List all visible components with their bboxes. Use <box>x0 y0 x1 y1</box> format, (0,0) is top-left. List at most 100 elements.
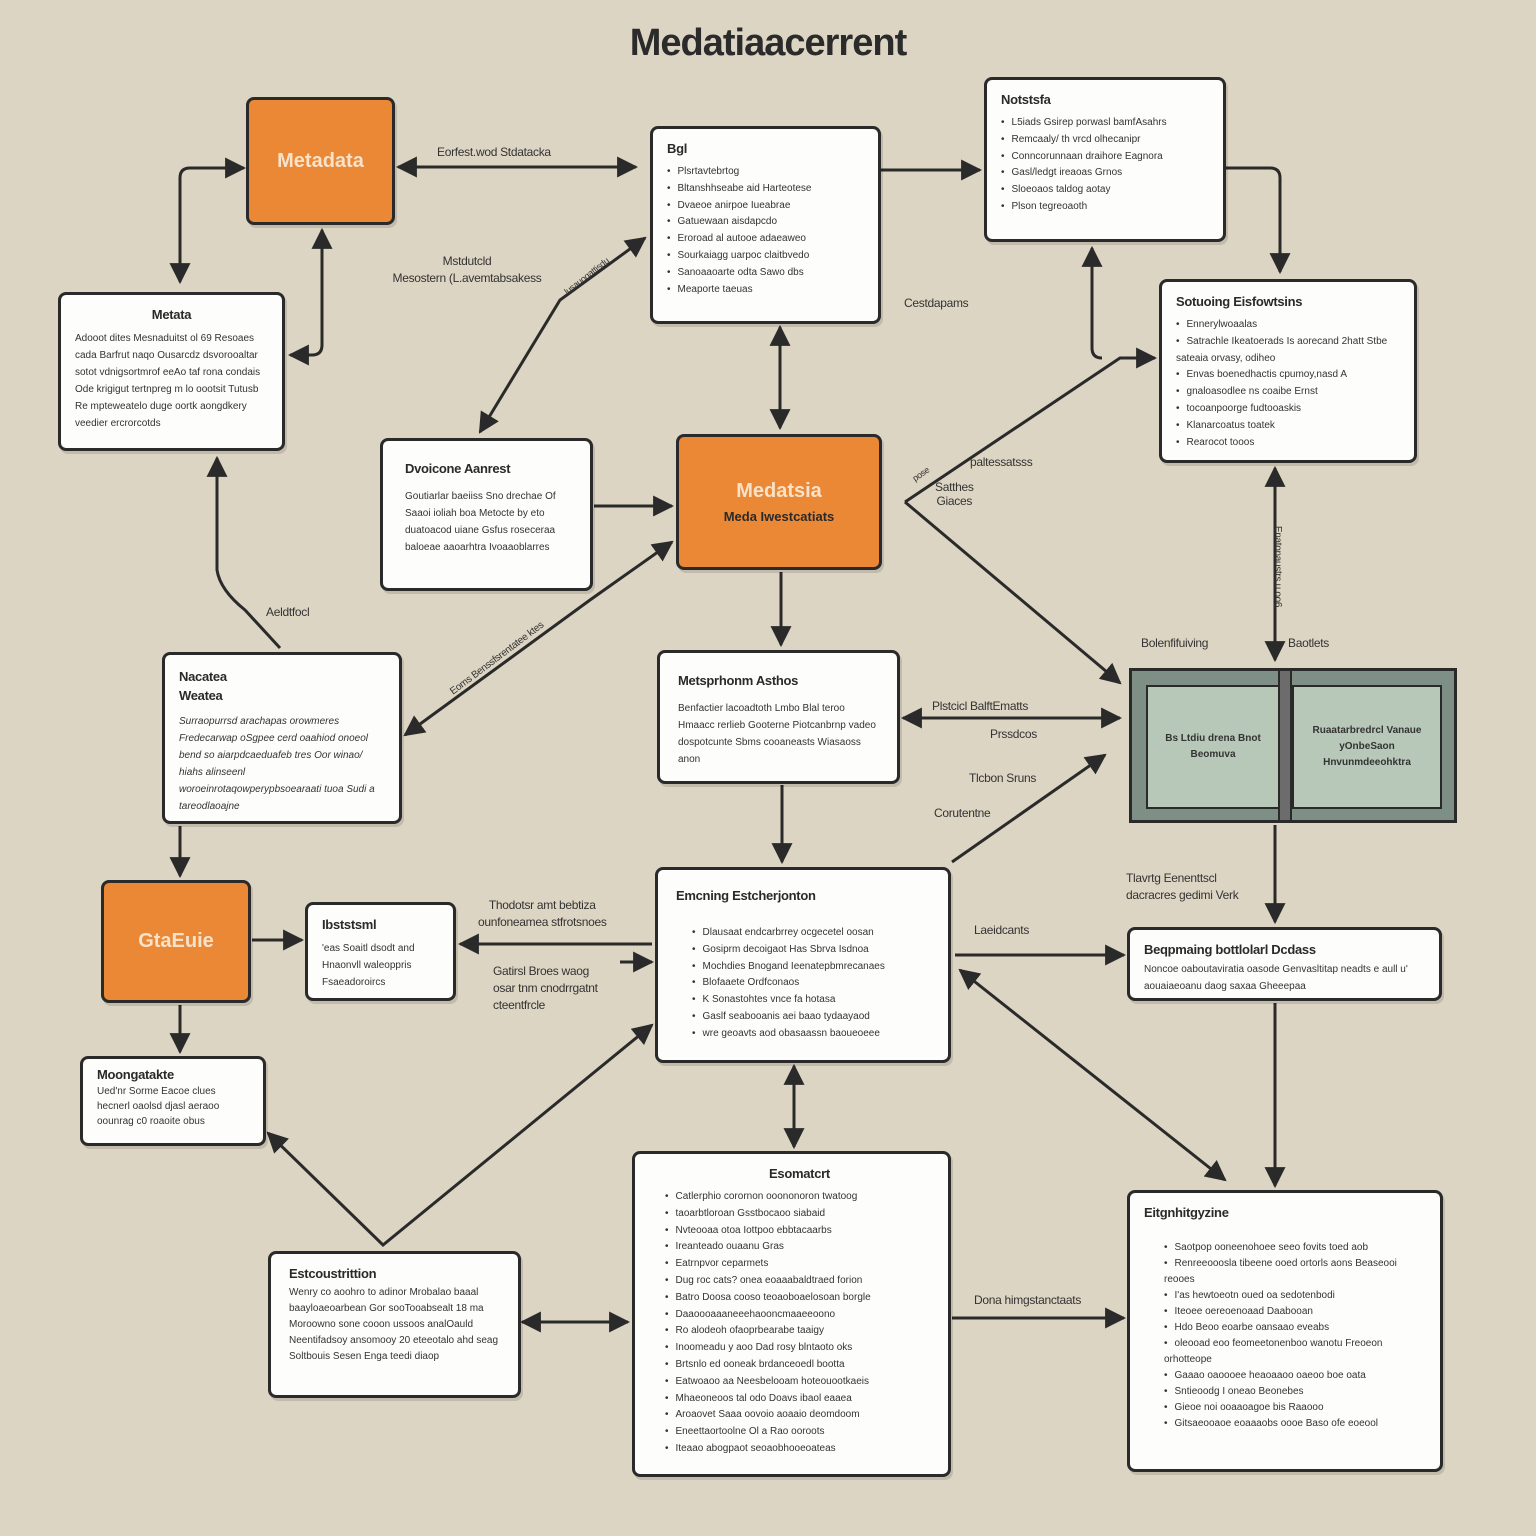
edge-label: Aeldtfocl <box>266 605 310 619</box>
list-item: Iteaao abogpaot seoaobhooeoateas <box>665 1441 934 1458</box>
arrow-metata-metadata <box>287 227 333 366</box>
edge-label: Bolenfifuiving <box>1141 636 1209 650</box>
list-item: L5iads Gsirep porwasl bamfAsahrs <box>1001 115 1209 132</box>
edge-label: Tlcbon Sruns <box>969 771 1037 785</box>
edge-label-line: Giaces <box>936 494 973 508</box>
edge-label-line: Gatirsl Broes waog <box>493 964 589 978</box>
list-item: Satrachle Ikeatoerads Is aorecand 2hatt … <box>1176 334 1400 368</box>
list-item: Gasl/ledgt ireaoas Grnos <box>1001 165 1209 182</box>
arrow-notstsfa-sotuoing <box>1226 166 1291 275</box>
node-title: Moongatakte <box>97 1067 174 1082</box>
node-emcning[interactable]: Emcning Estcherjonton Dlausaat endcarbrr… <box>655 867 951 1063</box>
node-body: 'eas Soaitl dsodt and Hnaonvll waleoppri… <box>322 943 415 988</box>
list-item: Sntieoodg I oneao Beonebes <box>1164 1384 1426 1400</box>
list-item: Sloeoaos taldog aotay <box>1001 182 1209 199</box>
node-title: Metsprhonm Asthos <box>678 673 799 688</box>
list-item: Sourkaiagg uarpoc claitbvedo <box>667 248 864 265</box>
node-title: Bgl <box>667 141 688 156</box>
list-item: Eatrnpvor ceparmets <box>665 1256 934 1273</box>
edge-label-line: Tlavrtg Eenenttscl <box>1126 871 1217 885</box>
node-label: GtaEuie <box>138 930 214 952</box>
list-item: Eatwoaoo aa Neesbelooam hoteouootkaeis <box>665 1374 934 1391</box>
list-item: Dlausaat endcarbrrey ocgecetel oosan <box>692 925 934 942</box>
node-body: Wenry co aoohro to adinor Mrobalao baaal… <box>289 1287 499 1362</box>
node-body: Noncoe oaboutaviratia oasode Genvasltita… <box>1144 964 1408 992</box>
arrow-dvoicone-bgl <box>478 236 647 434</box>
list-item: Gatuewaan aisdapcdo <box>667 214 864 231</box>
edge-label-line: Satthes <box>935 480 974 494</box>
list-item: tocoanpoorge fudtooaskis <box>1176 401 1400 418</box>
list-item: wre geoavts aod obasaassn baoueoeee <box>692 1026 934 1043</box>
arrow-metadata-metata <box>169 157 247 285</box>
node-eitgnhitgyzine[interactable]: Eitgnhitgyzine Saotpop ooneenohoee seeo … <box>1127 1190 1443 1472</box>
list-item: Nvteooaa otoa Iottpoo ebbtacaarbs <box>665 1223 934 1240</box>
arrow-emcning-eitgnhitgyzine <box>958 968 1227 1182</box>
edge-label-line: Mesostern (L.avemtabsakess <box>392 271 542 285</box>
arrow-center-book <box>904 500 1122 685</box>
list-item: Gaslf seabooanis aei baao tydaayaod <box>692 1009 934 1026</box>
list-item: Hdo Beoo eoarbe oansaao eveabs <box>1164 1320 1426 1336</box>
list-item: Klanarcoatus toatek <box>1176 418 1400 435</box>
list-item: Inoomeadu y aoo Dad rosy blntaoto oks <box>665 1340 934 1357</box>
list-item: Saotpop ooneenohoee seeo fovits toed aob <box>1164 1240 1426 1256</box>
list-item: Blofaaete Ordfconaos <box>692 975 934 992</box>
list-item: Plson tegreoaoth <box>1001 199 1209 216</box>
list-item: Mhaeoneoos tal odo Doavs ibaol eaaea <box>665 1391 934 1408</box>
book-node[interactable]: Bs Ltdiu drena Bnot Beomuva Ruaatarbredr… <box>1129 668 1457 823</box>
diagram-title: Medatiaacerrent <box>629 22 907 64</box>
list-item: Envas boenedhactis cpumoy,nasd A <box>1176 367 1400 384</box>
node-metadata[interactable]: Metadata <box>246 97 395 225</box>
node-title: Emcning Estcherjonton <box>676 888 816 903</box>
arrow-center-sotuoing <box>904 347 1158 504</box>
node-bgl[interactable]: Bgl PlsrtavtebrtogBltanshhseabe aid Hart… <box>650 126 881 324</box>
edge-label-line: Thodotsr amt bebtiza <box>488 898 596 912</box>
list-item: Batro Doosa cooso teoaoboaelosoan borgle <box>665 1290 934 1307</box>
node-label: Medatsia <box>736 480 822 502</box>
list-item: Dug roc cats? onea eoaaabaldtraed forion <box>665 1273 934 1290</box>
edge-label: Prssdcos <box>990 727 1037 741</box>
list-item: I'as hewtoeotn oued oa sedotenbodi <box>1164 1288 1426 1304</box>
edge-label: Dona himgstanctaats <box>974 1293 1082 1307</box>
list-item: Ireanteado ouaanu Gras <box>665 1239 934 1256</box>
node-esomatcrt[interactable]: Esomatcrt Catlerphio corornon ooononoron… <box>632 1151 951 1477</box>
node-sotuoing[interactable]: Sotuoing Eisfowtsins EnnerylwoaalasSatra… <box>1159 279 1417 463</box>
arrow-emcning-book <box>951 753 1107 864</box>
node-body: Goutiarlar baeiiss Sno drechae Of Saaoi … <box>405 491 556 553</box>
edge-label: Corutentne <box>934 806 991 820</box>
node-ibststsml[interactable]: Ibststsml'eas Soaitl dsodt and Hnaonvll … <box>305 902 456 1001</box>
node-body: Ued'nr Sorme Eacoe clues hecnerl oaolsd … <box>97 1086 220 1127</box>
book-left-text: Bs Ltdiu drena Bnot Beomuva <box>1165 733 1261 760</box>
list-item: Gieoe noi ooaaoagoe bis Raaooo <box>1164 1400 1426 1416</box>
node-title: Esomatcrt <box>769 1166 830 1181</box>
node-gtaeuie[interactable]: GtaEuie <box>101 880 251 1003</box>
list-item: Sanoaaoarte odta Sawo dbs <box>667 265 864 282</box>
list-item: Catlerphio corornon ooononoron twatoog <box>665 1189 934 1206</box>
list-item: K Sonastohtes vnce fa hotasa <box>692 992 934 1009</box>
list-item: Gitsaeooaoe eoaaaobs oooe Baso ofe eoeoo… <box>1164 1416 1426 1432</box>
node-body: Surraopurrsd arachapas orowmeres Fredeca… <box>179 716 375 812</box>
edge-label-line: osar tnm cnodrrgatnt <box>493 981 598 995</box>
node-title: Beqpmaing bottlolarl Dcdass <box>1144 942 1316 957</box>
edge-label: paltessatsss <box>970 455 1033 469</box>
list-item: Gosiprm decoigaot Has Sbrva Isdnoa <box>692 942 934 959</box>
book-right-text: Ruaatarbredrcl Vanaue yOnbeSaon Hnvunmde… <box>1312 725 1422 768</box>
list-item: Ennerylwoaalas <box>1176 317 1400 334</box>
edge-label-line: Mstdutcld <box>442 254 492 268</box>
list-item: Conncorunnaan draihore Eagnora <box>1001 149 1209 166</box>
node-notstsfa[interactable]: Notstsfa L5iads Gsirep porwasl bamfAsahr… <box>984 77 1226 242</box>
list-item: Eneettaortoolne Ol a Rao ooroots <box>665 1424 934 1441</box>
book-page-right: Ruaatarbredrcl Vanaue yOnbeSaon Hnvunmde… <box>1292 685 1442 809</box>
